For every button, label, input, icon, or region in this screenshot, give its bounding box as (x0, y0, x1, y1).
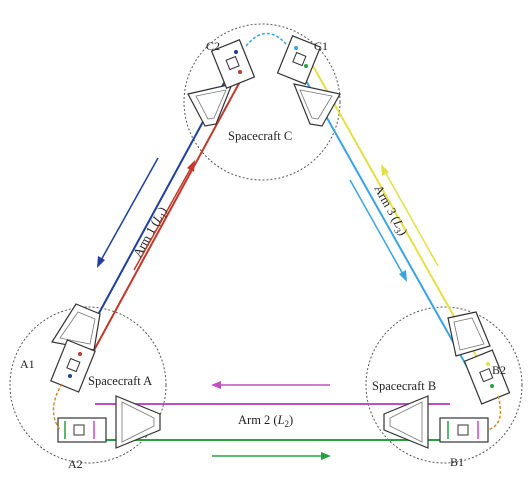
bench-label-b2: B2 (492, 363, 506, 377)
telescope-a-arm2 (115, 395, 161, 449)
arm2-label: Arm 2 (L2) (238, 413, 293, 429)
spacecraft-c-label: Spacecraft C (228, 129, 292, 143)
spacecraft-b-label: Spacecraft B (372, 379, 436, 393)
spacecraft-b-boundary (365, 306, 523, 464)
arm3-beam-outbound (299, 69, 471, 373)
bench-label-b1: B1 (450, 455, 464, 469)
bench-label-a1: A1 (20, 357, 35, 371)
telescope-c-right (293, 83, 341, 127)
optical-bench-a2 (57, 417, 107, 443)
optical-bench-b1 (439, 417, 489, 443)
bench-label-a2: A2 (68, 457, 83, 471)
telescope-b-arm3 (447, 311, 491, 357)
fiber-link-c (245, 32, 287, 47)
spacecraft-c-boundary (183, 23, 341, 181)
bench-label-c2: C2 (206, 39, 220, 53)
arm2-arrow-left (211, 381, 330, 389)
optical-bench-c2 (210, 39, 256, 89)
optical-bench-c1 (276, 35, 322, 85)
optical-bench-a1 (50, 339, 96, 393)
fiber-link-b (487, 395, 502, 431)
arm1-arrow-up (133, 160, 195, 271)
spacecraft-a-boundary (9, 306, 167, 464)
bench-label-c1: C1 (314, 39, 328, 53)
optical-bench-b2 (463, 349, 511, 405)
telescope-b-arm2 (383, 395, 429, 449)
fiber-link-a (52, 383, 63, 431)
arm1-beam-inbound (79, 75, 244, 377)
arm3-arrow-up (381, 164, 439, 267)
arm2-arrow-right (212, 452, 331, 460)
telescope-c-left (187, 83, 233, 127)
arm3-arrow-down (349, 179, 407, 282)
arm1-arrow-down (97, 157, 159, 268)
telescope-a-arm1 (51, 303, 101, 351)
arm1-label: Arm 1 (L1) (130, 204, 171, 260)
spacecraft-a-label: Spacecraft A (88, 374, 152, 388)
